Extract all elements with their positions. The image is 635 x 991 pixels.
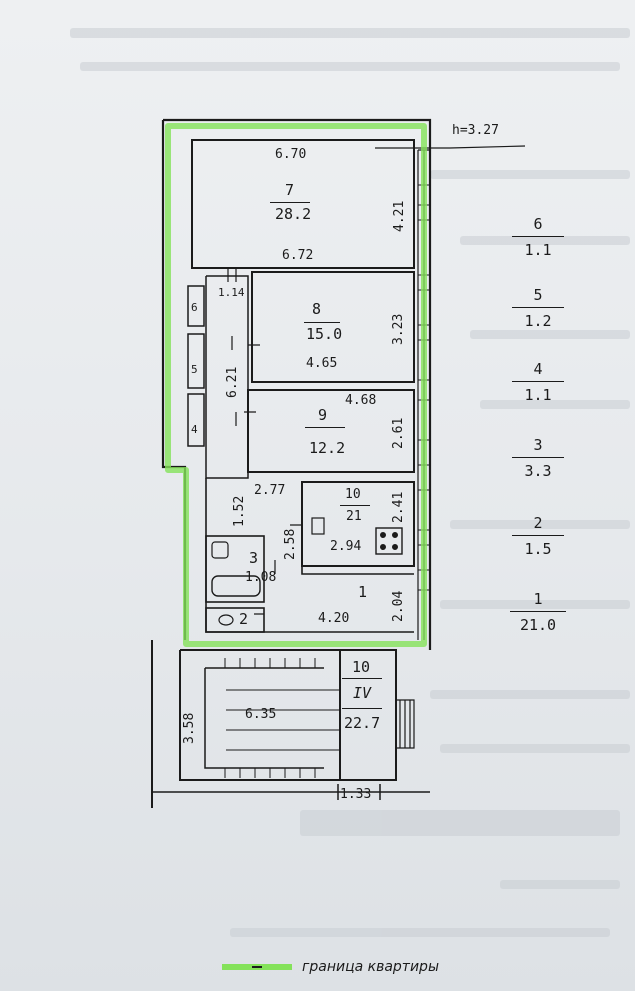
- room-7-area: 28.2: [275, 205, 312, 223]
- stair-roman-number: IV: [353, 684, 372, 702]
- bathtub-icon: [211, 575, 261, 597]
- kitchen-sink-icon: [311, 517, 325, 535]
- stair-bottom: [152, 784, 430, 800]
- room-7-dim-bottom: 6.72: [282, 248, 314, 263]
- stair-door: [396, 699, 415, 749]
- corridor-dim-side: 6.21: [225, 366, 240, 398]
- room-9-fraction-bar: [305, 427, 345, 428]
- stair-dim-length: 6.35: [245, 707, 277, 722]
- room-7-dim-top: 6.70: [275, 147, 307, 162]
- legend: граница квартиры: [222, 958, 439, 976]
- area-table-room: 5: [512, 286, 564, 308]
- apartment-boundary: [165, 123, 427, 647]
- room-10-dim-top: 2.77: [254, 483, 286, 498]
- area-table-area: 3.3: [524, 462, 552, 480]
- stove-icon: [375, 527, 403, 555]
- door-ticks: [227, 268, 302, 615]
- corridor-dim-top: 1.14: [218, 286, 245, 299]
- stair-rule-top: [342, 678, 382, 679]
- bath-dim-side: 1.52: [232, 495, 247, 527]
- room-10-fraction-bar: [340, 505, 370, 506]
- area-table-row: 5 1.2: [512, 286, 564, 330]
- room-7-dim-side: 4.21: [392, 200, 407, 232]
- legend-swatch-icon: [222, 964, 292, 970]
- closet-4: [187, 393, 205, 447]
- area-table-area: 1.1: [524, 241, 552, 259]
- room-10-dim-left: 2.58: [283, 528, 298, 560]
- room-9-area: 12.2: [309, 439, 346, 457]
- ceiling-height-label: h=3.27: [452, 123, 499, 138]
- area-table-area: 1.1: [524, 386, 552, 404]
- outer-wall: [161, 118, 432, 650]
- room-6-number: 6: [191, 301, 198, 314]
- closet-6: [187, 285, 205, 327]
- area-table-room: 3: [512, 436, 564, 458]
- area-table-row: 1 21.0: [510, 590, 566, 634]
- stair-number: 10: [352, 658, 371, 676]
- room-7-number: 7: [285, 181, 295, 199]
- room-8-dim-side: 3.23: [391, 313, 406, 345]
- closet-5: [187, 333, 205, 389]
- area-table-row: 6 1.1: [512, 215, 564, 259]
- room-8-area: 15.0: [306, 325, 343, 343]
- room-8-fraction-bar: [304, 322, 340, 323]
- room-9-dim-side: 2.61: [391, 417, 406, 449]
- toilet-icon: [218, 614, 234, 626]
- area-table-area: 21.0: [519, 616, 557, 634]
- room-7-outline: [191, 139, 415, 269]
- room-10-number: 10: [345, 487, 361, 502]
- area-table-area: 1.5: [524, 540, 552, 558]
- room-9-outline: [247, 389, 415, 473]
- room-9-number: 9: [318, 406, 328, 424]
- area-table-row: 2 1.5: [512, 514, 564, 558]
- room-8-dim-bottom: 4.65: [306, 356, 338, 371]
- room-7-fraction-bar: [270, 202, 310, 203]
- sink-icon: [211, 541, 229, 559]
- area-table-area: 1.2: [524, 312, 552, 330]
- room-1-number: 1: [358, 583, 368, 601]
- room-3-number: 3: [249, 549, 259, 567]
- corridor-wall: [205, 275, 249, 479]
- stair-outer: [151, 640, 397, 808]
- room-8-number: 8: [312, 300, 322, 318]
- room-8-outline: [251, 271, 415, 383]
- room-5-number: 5: [191, 363, 198, 376]
- room-10-dim-bottom: 2.94: [330, 539, 362, 554]
- legend-label: граница квартиры: [302, 959, 439, 975]
- stair-dim-width: 3.58: [182, 712, 197, 744]
- area-table-room: 2: [512, 514, 564, 536]
- stair-rule-bottom: [342, 708, 382, 709]
- room-1-dim-side: 2.04: [391, 590, 406, 622]
- room-10-area: 21: [346, 509, 362, 524]
- area-table-row: 3 3.3: [512, 436, 564, 480]
- wc-outline: [205, 607, 265, 633]
- area-table-room: 1: [510, 590, 566, 612]
- area-table-row: 4 1.1: [512, 360, 564, 404]
- area-table-room: 4: [512, 360, 564, 382]
- stair-area: 22.7: [344, 714, 381, 732]
- room-3-dim: 1.08: [245, 570, 277, 585]
- bathroom-outline: [205, 535, 265, 603]
- room-10-outline: [301, 481, 415, 567]
- room-1-dim-bottom: 4.20: [318, 611, 350, 626]
- stair-steps: [224, 658, 340, 778]
- height-leader: [375, 145, 526, 149]
- stair-dim-door: 1.33: [340, 787, 372, 802]
- room-4-number: 4: [191, 423, 198, 436]
- room-10-dim-side: 2.41: [391, 491, 406, 523]
- room-2-number: 2: [239, 610, 249, 628]
- room-9-dim-top: 4.68: [345, 393, 377, 408]
- area-table-room: 6: [512, 215, 564, 237]
